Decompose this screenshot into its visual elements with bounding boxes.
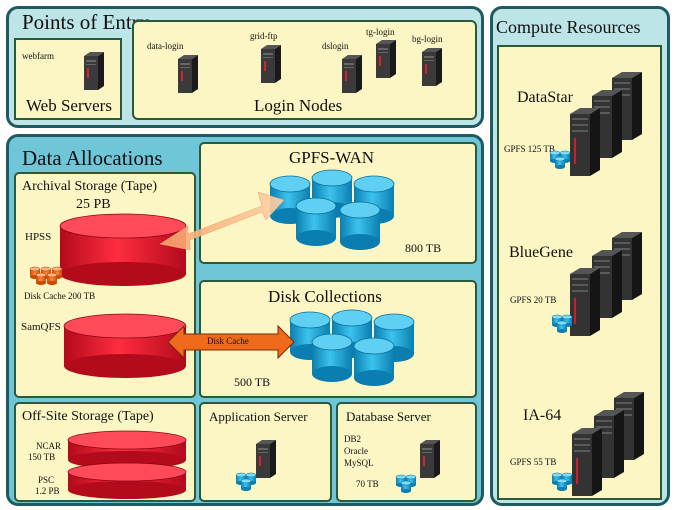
- datastar-gpfs-label: GPFS 125 TB: [504, 144, 555, 154]
- web-servers-box: [14, 38, 122, 120]
- ncar-size-label: 150 TB: [28, 452, 56, 462]
- hpss-gpfs-arrow-icon: [159, 191, 285, 251]
- db-capacity-label: 70 TB: [356, 479, 379, 489]
- bluegene-rack-icon: [570, 232, 642, 336]
- bluegene-gpfs-label: GPFS 20 TB: [510, 295, 557, 305]
- disk-collections-capacity: 500 TB: [234, 375, 271, 389]
- archival-capacity: 25 PB: [76, 197, 111, 212]
- ia64-disk-icon: [551, 472, 573, 492]
- database-server-icon: [420, 440, 440, 478]
- ia64-label: IA-64: [523, 407, 562, 424]
- application-server-title: Application Server: [209, 409, 308, 424]
- samqfs-tape-icon: [63, 313, 187, 378]
- webfarm-label: webfarm: [22, 51, 54, 61]
- application-server-icon: [256, 440, 276, 478]
- datastar-rack-icon: [570, 72, 642, 176]
- archival-storage-title: Archival Storage (Tape): [22, 179, 158, 194]
- disk-cache-orange-icon: [29, 266, 63, 286]
- disk-cache-arrow-label: Disk Cache: [207, 336, 249, 346]
- hpss-label: HPSS: [25, 231, 52, 243]
- datastar-label: DataStar: [517, 89, 573, 106]
- disk-cache-200-label: Disk Cache 200 TB: [24, 291, 96, 301]
- web-servers-label: Web Servers: [26, 96, 112, 115]
- gpfs-wan-title: GPFS-WAN: [289, 148, 375, 167]
- login-grid-ftp-label: grid-ftp: [250, 31, 278, 41]
- db-mysql-label: MySQL: [344, 458, 374, 468]
- database-disk-icon: [395, 474, 417, 494]
- tg-login-server-icon: [376, 40, 396, 78]
- disk-collections-cylinders-icon: [289, 309, 415, 387]
- disk-cache-arrow-icon: [167, 324, 295, 360]
- login-nodes-label: Login Nodes: [254, 96, 343, 115]
- ia64-rack-icon: [572, 392, 644, 496]
- grid-ftp-server-icon: [261, 45, 281, 83]
- login-bg-login-label: bg-login: [412, 34, 443, 44]
- psc-tape-icon: [67, 462, 187, 499]
- bluegene-disk-icon: [551, 314, 573, 334]
- database-server-title: Database Server: [346, 409, 431, 424]
- datastar-disk-icon: [549, 150, 571, 170]
- application-disk-icon: [235, 472, 257, 492]
- samqfs-label: SamQFS: [21, 321, 61, 333]
- bluegene-label: BlueGene: [509, 244, 573, 261]
- data-allocations-title: Data Allocations: [22, 146, 163, 170]
- gpfs-wan-capacity: 800 TB: [405, 241, 442, 255]
- offsite-storage-title: Off-Site Storage (Tape): [22, 409, 154, 424]
- psc-label: PSC: [38, 475, 55, 485]
- points-of-entry-title: Points of Entry: [22, 10, 150, 34]
- hpss-tape-icon: [59, 213, 187, 286]
- login-data-login-label: data-login: [147, 41, 184, 51]
- login-dslogin-label: dslogin: [322, 41, 349, 51]
- disk-collections-title: Disk Collections: [268, 287, 382, 306]
- db-oracle-label: Oracle: [344, 446, 368, 456]
- db-db2-label: DB2: [344, 434, 362, 444]
- gpfs-wan-cylinders-icon: [269, 169, 395, 251]
- ia64-gpfs-label: GPFS 55 TB: [510, 457, 557, 467]
- psc-size-label: 1.2 PB: [35, 486, 60, 496]
- dslogin-server-icon: [342, 55, 362, 93]
- ncar-label: NCAR: [36, 441, 62, 451]
- login-tg-login-label: tg-login: [366, 27, 395, 37]
- bg-login-server-icon: [422, 48, 442, 86]
- data-login-server-icon: [178, 55, 198, 93]
- webfarm-server-icon: [84, 52, 104, 90]
- compute-resources-title: Compute Resources: [496, 17, 641, 37]
